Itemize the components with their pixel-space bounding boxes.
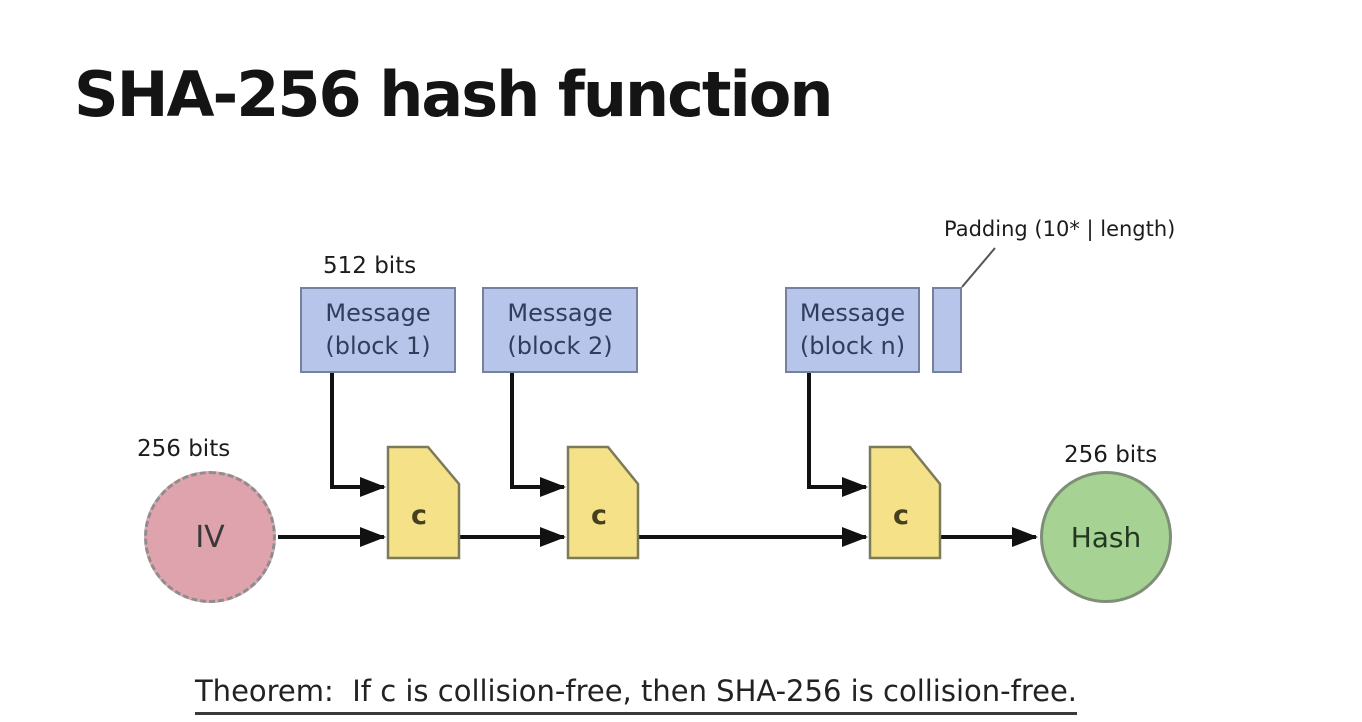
message-block-n: Message (block n) [785,287,920,373]
compression-node-2-label: c [591,500,607,531]
theorem-text: Theorem: If c is collision-free, then SH… [194,674,1078,715]
hash-node: Hash [1040,471,1172,603]
padding-callout-line [961,247,996,288]
compression-node-3-label: c [893,500,909,531]
arrow-block1-to-c1 [330,373,386,497]
compression-node-1-label: c [411,500,427,531]
arrow-block2-to-c2 [510,373,566,497]
padding-label: Padding (10* | length) [944,217,1176,241]
compression-node-2 [566,445,640,560]
message-block-1-line1: Message [325,298,431,327]
compression-node-1 [386,445,461,560]
block-size-label: 512 bits [323,253,417,279]
hash-node-label: Hash [1070,520,1142,554]
message-block-n-line1: Message [799,298,906,327]
message-block-2-line2: (block 2) [507,332,613,360]
slide-title: SHA-256 hash function [74,58,833,131]
message-block-2-line1: Message [507,298,613,327]
iv-node-label: IV [195,519,225,555]
iv-size-label: 256 bits [137,436,231,462]
message-block-n-line2: (block n) [799,332,906,360]
theorem-container: Theorem: If c is collision-free, then SH… [0,674,1362,715]
padding-block [932,287,962,373]
arrow-blockn-to-c3 [807,373,868,497]
hash-size-label: 256 bits [1064,442,1158,468]
message-block-1-line2: (block 1) [325,332,431,360]
compression-node-3 [868,445,942,560]
iv-node: IV [144,471,276,603]
message-block-2: Message (block 2) [482,287,638,373]
message-block-1: Message (block 1) [300,287,456,373]
